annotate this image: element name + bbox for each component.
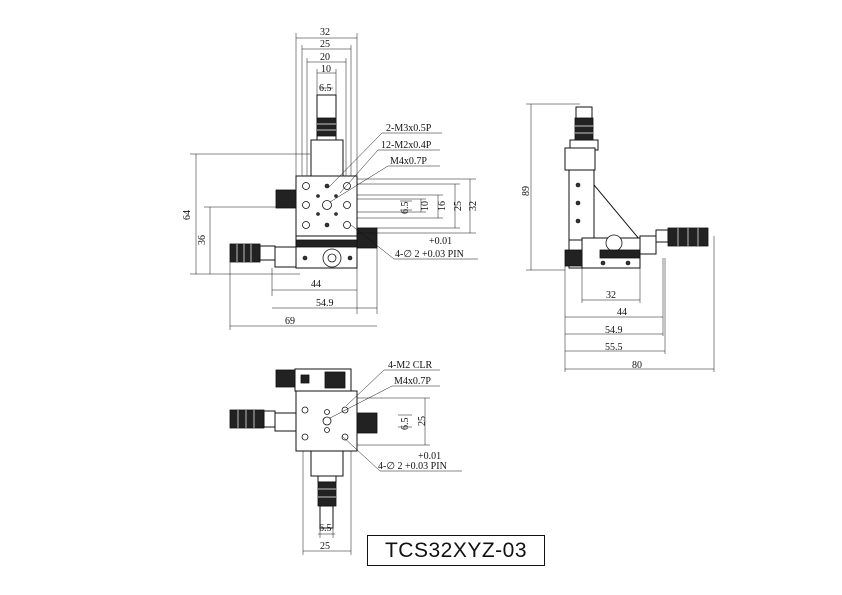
front-right-dim-3: 16 <box>437 201 448 211</box>
front-bottom-dim-44: 44 <box>311 279 321 290</box>
front-bottom-dimensions: 44 54.9 69 <box>229 248 378 330</box>
front-body <box>229 175 378 269</box>
front-view: 32 25 20 10 6.5 <box>182 27 479 330</box>
top-bottom-dim-25: 25 <box>320 541 330 552</box>
top-callout-m4: M4x0.7P <box>394 376 431 387</box>
front-right-dimensions: 6.5 10 16 25 32 <box>357 178 479 234</box>
top-right-dim-6-5: 6.5 <box>400 418 411 431</box>
front-left-dim-64: 64 <box>182 210 193 220</box>
front-callout-m4: M4x0.7P <box>390 156 427 167</box>
front-top-dim-4: 10 <box>321 64 331 75</box>
front-left-dimensions: 64 36 <box>182 153 310 275</box>
side-bottom-dim-55-5: 55.5 <box>605 342 623 353</box>
front-top-dim-2: 25 <box>320 39 330 50</box>
front-top-dim-5: 6.5 <box>319 83 332 94</box>
top-callout-tol: +0.01 <box>418 451 441 462</box>
top-right-dim-25: 25 <box>417 416 428 426</box>
side-bottom-dim-54-9: 54.9 <box>605 325 623 336</box>
front-callout-m2: 12-M2x0.4P <box>381 140 432 151</box>
side-bottom-dim-44: 44 <box>617 307 627 318</box>
micrometer-top <box>310 94 344 177</box>
front-top-dimensions: 32 25 20 10 6.5 <box>295 27 358 180</box>
front-callout-pin: 4-∅ 2 +0.03 PIN <box>395 249 464 260</box>
model-number: TCS32XYZ-03 <box>384 538 528 562</box>
front-top-dim-3: 20 <box>320 52 330 63</box>
front-left-dim-36: 36 <box>197 235 208 245</box>
front-bottom-dim-54-9: 54.9 <box>316 298 334 309</box>
front-top-dim-1: 32 <box>320 27 330 38</box>
top-bottom-dim-6-5: 6.5 <box>319 523 332 534</box>
side-height-dim: 89 <box>521 186 532 196</box>
side-bottom-dim-80: 80 <box>632 360 642 371</box>
front-right-dim-2: 10 <box>420 201 431 211</box>
front-right-dim-1: 6.5 <box>400 202 411 215</box>
top-view: 4-M2 CLR M4x0.7P +0.01 4-∅ 2 +0.03 PIN 6… <box>229 360 462 555</box>
front-right-dim-5: 32 <box>468 201 479 211</box>
side-view: 89 32 44 54.9 55.5 80 <box>521 103 715 372</box>
front-bottom-dim-69: 69 <box>285 316 295 327</box>
side-bottom-dim-32: 32 <box>606 290 616 301</box>
model-number-box: TCS32XYZ-03 <box>367 535 545 566</box>
front-right-dim-4: 25 <box>453 201 464 211</box>
front-callout-m3: 2-M3x0.5P <box>386 123 432 134</box>
front-callouts: 2-M3x0.5P 12-M2x0.4P M4x0.7P +0.01 4-∅ 2… <box>327 123 478 260</box>
front-callout-tol: +0.01 <box>429 236 452 247</box>
top-callout-clr: 4-M2 CLR <box>388 360 433 371</box>
top-callout-pin: 4-∅ 2 +0.03 PIN <box>378 461 447 472</box>
